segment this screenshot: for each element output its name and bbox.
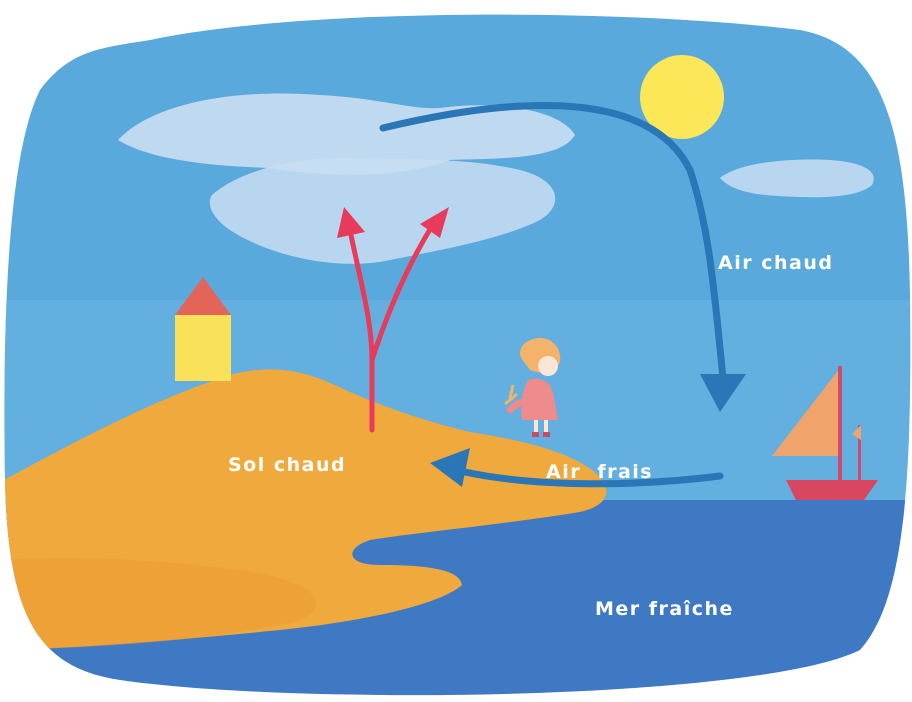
house-body	[175, 315, 231, 381]
cool-sea-label: Mer fraîche	[595, 600, 734, 619]
cool-air-label: Air frais	[546, 463, 653, 482]
warm-ground-label: Sol chaud	[228, 456, 346, 475]
warm-air-label: Air chaud	[718, 254, 833, 273]
